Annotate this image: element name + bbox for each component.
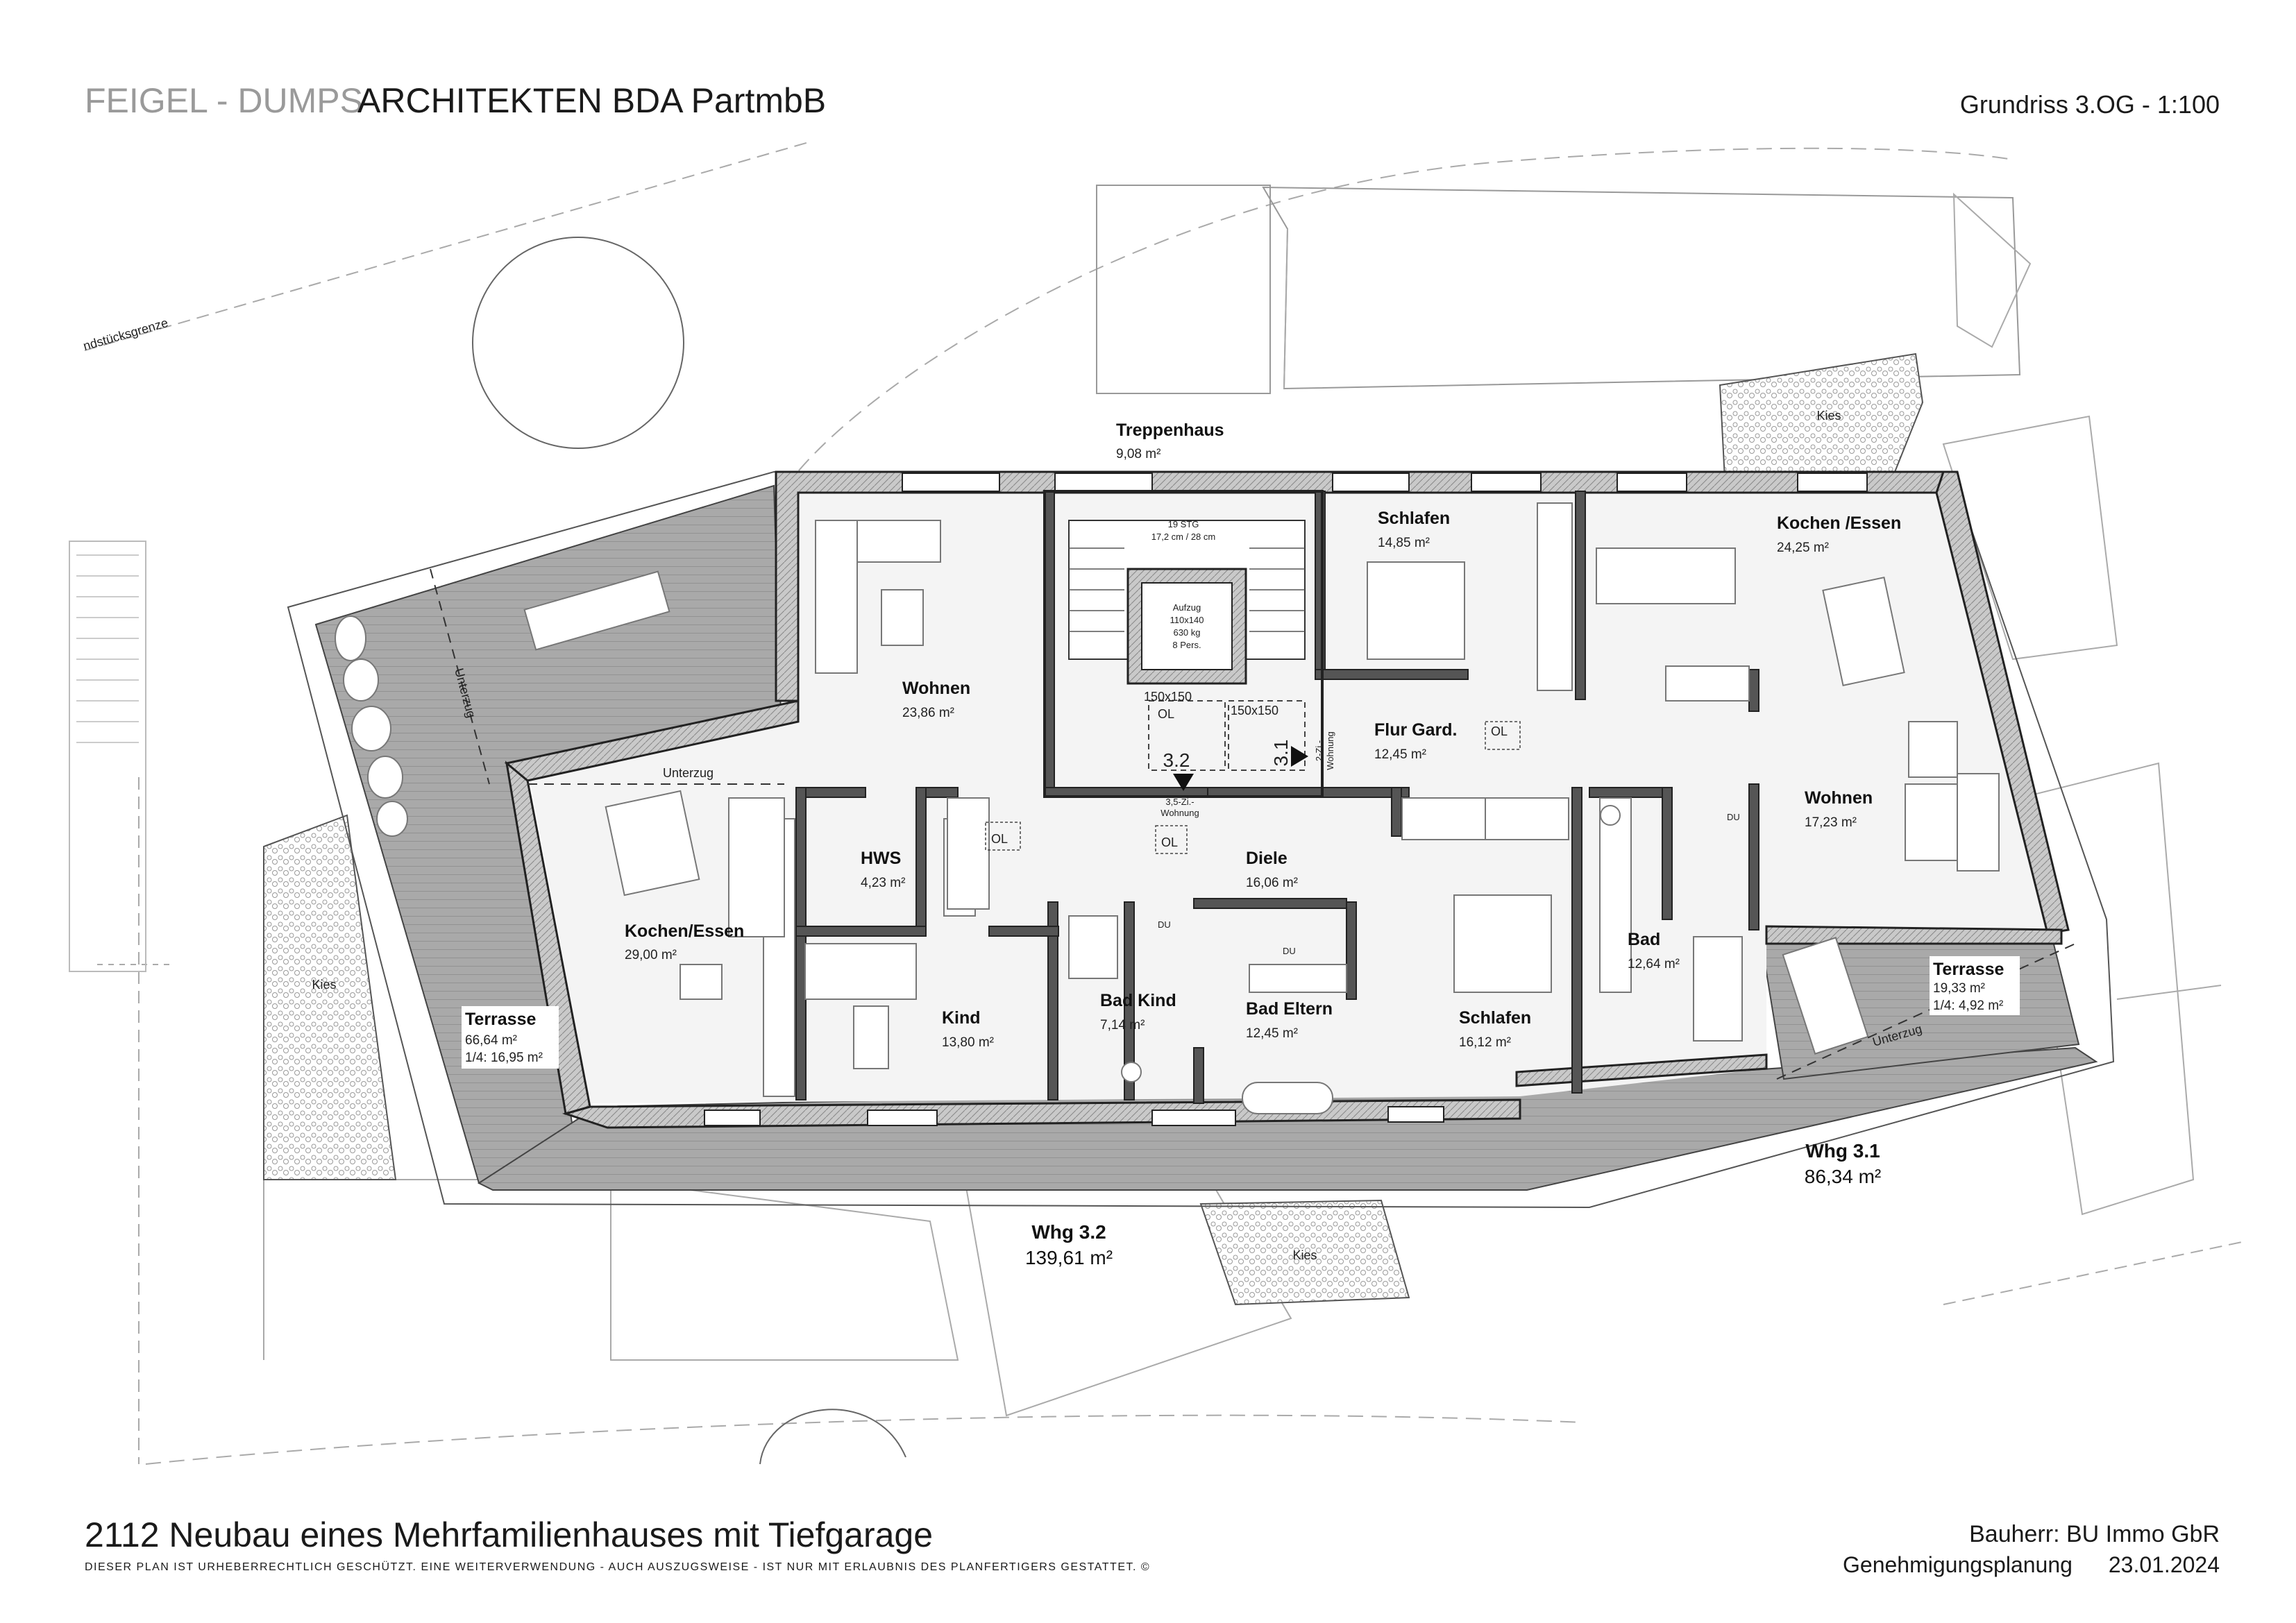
unit-31-marker: 3.1 bbox=[1270, 740, 1292, 767]
unit-32-area: 139,61 m² bbox=[1025, 1247, 1113, 1268]
stair-name: Treppenhaus bbox=[1116, 420, 1224, 440]
unit-31-name: Whg 3.1 bbox=[1805, 1140, 1880, 1162]
terrace-31-quarter: 1/4: 4,92 m² bbox=[1933, 999, 2003, 1013]
interior-walls bbox=[795, 491, 1759, 1104]
room-wohnen-32-name: Wohnen bbox=[902, 679, 970, 698]
room-kochen-32-area: 29,00 m² bbox=[625, 948, 677, 962]
unit-32-type-2: Wohnung bbox=[1160, 808, 1199, 818]
room-badeltern-name: Bad Eltern bbox=[1246, 999, 1333, 1019]
stair-steps: 19 STG bbox=[1168, 519, 1199, 529]
room-schlafen-31-name: Schlafen bbox=[1378, 509, 1450, 528]
room-diele-name: Diele bbox=[1246, 849, 1288, 868]
room-flur-name: Flur Gard. bbox=[1374, 720, 1457, 740]
elevator-clearance-1: 150x150 bbox=[1144, 690, 1192, 704]
firm-name-grey: FEIGEL - DUMPS bbox=[85, 81, 363, 120]
room-wohnen-32-area: 23,86 m² bbox=[902, 706, 954, 720]
plot-boundary-label: ndstücksgrenze bbox=[82, 316, 170, 353]
elevator-ol: OL bbox=[1158, 707, 1174, 721]
du-label-badeltern: DU bbox=[1283, 946, 1296, 956]
room-kochen-32-name: Kochen/Essen bbox=[625, 921, 744, 941]
ol-label-hws: OL bbox=[991, 832, 1008, 846]
unterzug-label-2: Unterzug bbox=[663, 766, 714, 780]
copyright-notice: DIESER PLAN IST URHEBERRECHTLICH GESCHÜT… bbox=[85, 1561, 1151, 1573]
firm-name-architects: ARCHITEKTEN BDA PartmbB bbox=[357, 81, 827, 120]
beam-lines bbox=[430, 568, 2076, 1080]
elevator-clearance-2: 150x150 bbox=[1231, 704, 1278, 717]
room-schlafen-32-area: 16,12 m² bbox=[1459, 1035, 1511, 1050]
room-badeltern-area: 12,45 m² bbox=[1246, 1026, 1298, 1041]
unit-31-area: 86,34 m² bbox=[1805, 1166, 1882, 1187]
unit-31-type: 2-Zi.- bbox=[1314, 740, 1324, 761]
plan-title: Grundriss 3.OG - 1:100 bbox=[1959, 90, 2220, 119]
terrace-32-area: 66,64 m² bbox=[465, 1033, 517, 1048]
room-bad-31-name: Bad bbox=[1628, 930, 1660, 949]
room-kochen-31-name: Kochen /Essen bbox=[1777, 513, 1901, 533]
room-badkind-area: 7,14 m² bbox=[1100, 1018, 1145, 1033]
elevator-label: Aufzug bbox=[1173, 602, 1201, 613]
room-bad-31-area: 12,64 m² bbox=[1628, 957, 1680, 971]
terrace-32-quarter: 1/4: 16,95 m² bbox=[465, 1051, 543, 1065]
terrace-31-name: Terrasse bbox=[1933, 960, 2004, 979]
unit-32-name: Whg 3.2 bbox=[1031, 1221, 1106, 1243]
room-kind-area: 13,80 m² bbox=[942, 1035, 994, 1050]
unit-31-type-2: Wohnung bbox=[1325, 731, 1335, 770]
gravel-area-left bbox=[263, 814, 397, 1180]
gravel-label-left: Kies bbox=[312, 978, 336, 992]
unit-32-marker: 3.2 bbox=[1163, 749, 1190, 771]
terrace-32-label-bg bbox=[462, 1006, 559, 1069]
terrace-31-label-bg bbox=[1930, 956, 2020, 1015]
gravel-area-top bbox=[1719, 352, 1924, 480]
room-kochen-31-area: 24,25 m² bbox=[1777, 541, 1829, 555]
elevator-persons: 8 Pers. bbox=[1172, 640, 1201, 650]
room-schlafen-32-name: Schlafen bbox=[1459, 1008, 1531, 1028]
project-title: 2112 Neubau eines Mehrfamilienhauses mit… bbox=[85, 1515, 934, 1554]
stair-area: 9,08 m² bbox=[1116, 447, 1160, 461]
room-diele-area: 16,06 m² bbox=[1246, 876, 1298, 890]
room-flur-area: 12,45 m² bbox=[1374, 747, 1426, 762]
window-openings bbox=[704, 473, 1868, 1126]
room-hws-area: 4,23 m² bbox=[861, 876, 905, 890]
stair-core bbox=[1043, 490, 1324, 798]
du-label-bad31: DU bbox=[1727, 812, 1740, 822]
client-name: Bauherr: BU Immo GbR bbox=[1969, 1521, 2220, 1547]
terrace-31-area: 19,33 m² bbox=[1933, 981, 1985, 996]
installation-markers bbox=[985, 721, 1521, 854]
room-hws-name: HWS bbox=[861, 849, 901, 868]
gravel-label-bottom: Kies bbox=[1292, 1248, 1317, 1262]
exterior-walls bbox=[504, 470, 2070, 1129]
furniture bbox=[523, 502, 2000, 1114]
room-wohnen-31-area: 17,23 m² bbox=[1805, 815, 1857, 830]
room-wohnen-31-name: Wohnen bbox=[1805, 788, 1873, 808]
room-kind-name: Kind bbox=[942, 1008, 981, 1028]
elevator-size: 110x140 bbox=[1170, 615, 1204, 625]
planning-phase: Genehmigungsplanung bbox=[1843, 1552, 2073, 1577]
du-label-badkind: DU bbox=[1158, 919, 1171, 930]
stair-step-dim: 17,2 cm / 28 cm bbox=[1151, 532, 1215, 542]
ol-label-flur: OL bbox=[1491, 724, 1508, 738]
plan-date: 23.01.2024 bbox=[2108, 1552, 2220, 1577]
shrubs bbox=[335, 615, 408, 837]
ol-label-diele: OL bbox=[1161, 835, 1178, 849]
unit-32-type: 3,5-Zi.- bbox=[1165, 797, 1194, 807]
gravel-area-bottom bbox=[1199, 1199, 1410, 1306]
terrace-32-name: Terrasse bbox=[465, 1010, 536, 1029]
gravel-label-top: Kies bbox=[1816, 409, 1841, 423]
elevator-load: 630 kg bbox=[1173, 627, 1200, 638]
room-badkind-name: Bad Kind bbox=[1100, 991, 1176, 1010]
room-schlafen-31-area: 14,85 m² bbox=[1378, 536, 1430, 550]
